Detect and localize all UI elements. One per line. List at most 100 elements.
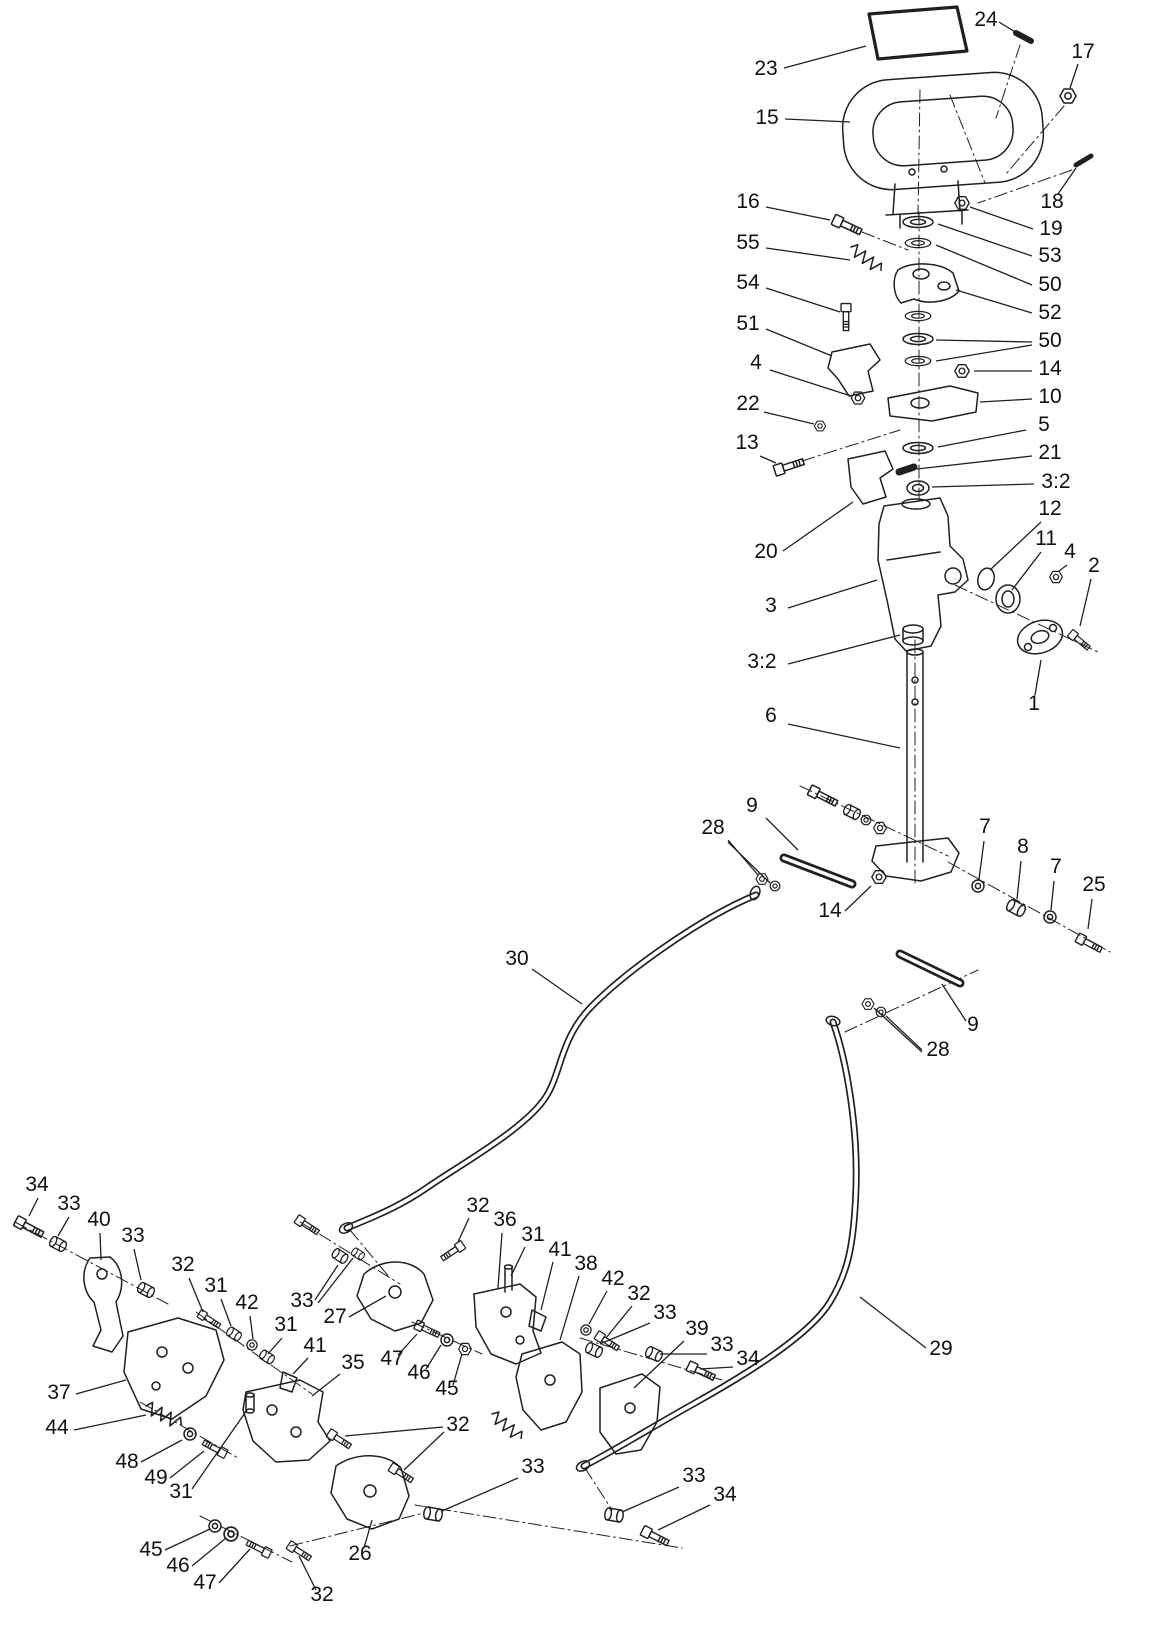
leader-line-32: [403, 1431, 445, 1471]
callout-32: 32: [310, 1583, 333, 1606]
leader-line-12: [989, 521, 1042, 571]
leader-line-40: [99, 1232, 102, 1261]
callout-32: 32: [466, 1194, 489, 1217]
callout-31: 31: [204, 1274, 227, 1297]
callout-1: 1: [1028, 692, 1040, 715]
leader-line-10: [979, 398, 1033, 403]
leader-line-3: [787, 579, 878, 609]
callout-33: 33: [121, 1224, 144, 1247]
callout-46: 46: [407, 1361, 430, 1384]
parts-artwork: [12, 5, 1111, 1564]
leader-line-32: [344, 1426, 444, 1437]
part-nut-17: [1005, 88, 1077, 175]
callout-31: 31: [521, 1223, 544, 1246]
callout-38: 38: [574, 1252, 597, 1275]
leader-line-30: [531, 968, 583, 1005]
leader-line-42: [588, 1290, 608, 1325]
callout-52: 52: [1038, 301, 1061, 324]
leader-line-50: [935, 339, 1033, 343]
part-bracket-26: [285, 1428, 421, 1564]
callout-50: 50: [1038, 273, 1061, 296]
leader-line-6: [787, 723, 901, 749]
callout-14: 14: [818, 899, 842, 922]
leader-line-27: [348, 1295, 387, 1318]
part-bolt-16: [830, 213, 909, 251]
leader-line-25: [1087, 898, 1093, 930]
callout-3:2: 3:2: [747, 650, 776, 673]
callout-33: 33: [653, 1301, 676, 1324]
leader-line-9: [765, 817, 799, 851]
callout-54: 54: [736, 271, 760, 294]
callout-44: 44: [45, 1416, 69, 1439]
leader-line-37: [75, 1379, 127, 1395]
callout-33: 33: [682, 1464, 705, 1487]
leader-line-47: [397, 1333, 418, 1356]
leader-line-7: [1050, 880, 1055, 911]
callout-32: 32: [171, 1253, 194, 1276]
leader-line-23: [783, 45, 867, 69]
leader-line-21: [916, 455, 1033, 470]
part-bottom-links: [414, 1504, 683, 1549]
leader-line-34: [699, 1366, 734, 1370]
callout-4: 4: [750, 351, 762, 374]
leader-line-45: [452, 1353, 463, 1386]
leader-line-24: [998, 21, 1021, 36]
leader-line-33: [317, 1257, 354, 1304]
callout-55: 55: [736, 231, 759, 254]
callout-41: 41: [548, 1238, 571, 1261]
leader-line-49: [169, 1450, 205, 1479]
callout-3: 3: [765, 594, 777, 617]
callout-35: 35: [341, 1351, 364, 1374]
callout-23: 23: [754, 57, 777, 80]
callout-48: 48: [115, 1450, 138, 1473]
leader-line-3:2: [931, 483, 1035, 488]
callout-51: 51: [736, 312, 759, 335]
leader-line-11: [1011, 551, 1042, 591]
callout-12: 12: [1038, 497, 1061, 520]
leader-line-34: [657, 1504, 711, 1531]
callout-18: 18: [1040, 190, 1063, 213]
leader-line-13: [759, 455, 777, 464]
leader-line-32: [457, 1217, 470, 1243]
part-rod-9-left: [755, 853, 857, 892]
callout-45: 45: [139, 1538, 162, 1561]
leader-line-38: [559, 1275, 580, 1341]
callout-13: 13: [735, 431, 758, 454]
callout-30: 30: [505, 947, 528, 970]
callout-34: 34: [25, 1173, 49, 1196]
callout-21: 21: [1038, 441, 1061, 464]
part-bushing-3-2-lower: [902, 624, 924, 646]
leader-line-48: [140, 1439, 183, 1463]
callout-45: 45: [435, 1377, 458, 1400]
callout-41: 41: [303, 1334, 326, 1357]
callout-6: 6: [765, 704, 777, 727]
callout-25: 25: [1082, 873, 1105, 896]
leader-line-19: [969, 206, 1034, 230]
callout-14: 14: [1038, 357, 1062, 380]
callout-22: 22: [736, 392, 759, 415]
callout-50: 50: [1038, 329, 1061, 352]
leader-line-45: [164, 1528, 211, 1551]
callout-16: 16: [736, 190, 759, 213]
part-housing-3: [877, 497, 969, 652]
callout-47: 47: [380, 1347, 403, 1370]
callout-11: 11: [1035, 527, 1057, 550]
callout-33: 33: [710, 1333, 733, 1356]
part-nut-19: [954, 196, 970, 210]
leader-line-33: [57, 1216, 70, 1237]
leader-line-46: [425, 1344, 442, 1370]
part-link-upper: [799, 784, 949, 857]
leader-line-35: [311, 1373, 341, 1397]
leader-line-42: [249, 1315, 254, 1340]
leader-line-34: [28, 1197, 39, 1217]
part-pivot-bracket: [871, 837, 960, 884]
part-rod-9-right: [844, 949, 979, 1033]
leader-line-55: [765, 247, 851, 261]
leader-line-33: [441, 1477, 519, 1512]
leader-line-41: [540, 1261, 554, 1311]
leader-line-9: [941, 983, 967, 1022]
callout-40: 40: [87, 1208, 110, 1231]
